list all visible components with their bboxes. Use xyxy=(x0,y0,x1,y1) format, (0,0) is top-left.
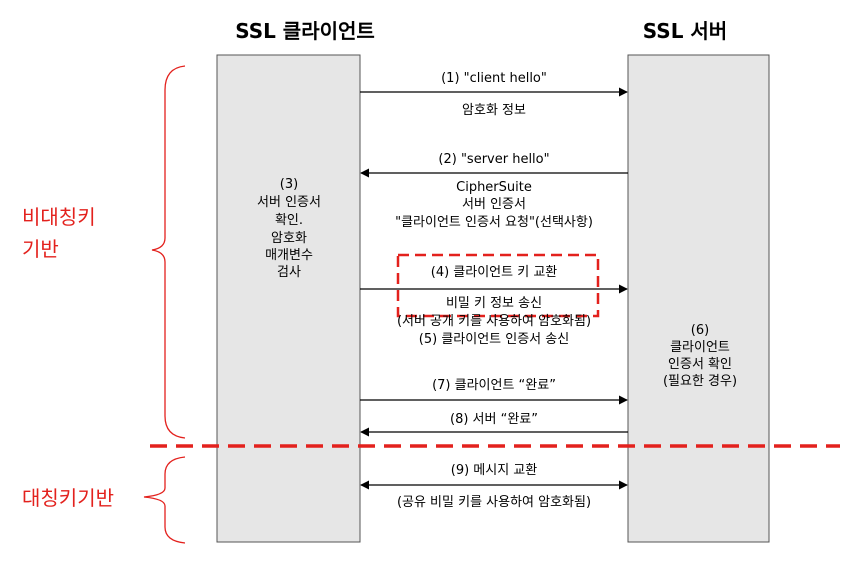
server-note-line: 인증서 확인 xyxy=(668,357,732,372)
client-title: SSL 클라이언트 xyxy=(235,19,375,43)
client-note-line: 암호화 xyxy=(271,231,307,246)
server-note-line: 클라이언트 xyxy=(670,340,730,355)
message-2-detail: 서버 인증서 xyxy=(462,197,526,212)
client-note-line: 서버 인증서 xyxy=(257,195,321,210)
symmetric-phase-brace xyxy=(143,456,186,544)
client-lifeline-box xyxy=(216,54,361,543)
message-9-detail: (공유 비밀 키를 사용하여 암호화됨) xyxy=(397,495,591,510)
server-note-line: (필요한 경우) xyxy=(663,374,737,389)
asymmetric-phase-brace xyxy=(151,65,186,439)
phase-asymmetric-line2: 기반 xyxy=(22,237,59,261)
client-note-line: 검사 xyxy=(277,265,301,280)
message-4-detail: (서버 공개 키를 사용하여 암호화됨) xyxy=(397,314,591,329)
client-note-line: 확인. xyxy=(275,213,303,228)
message-1-label: (1) "client hello" xyxy=(441,71,547,86)
message-2-detail: CipherSuite xyxy=(456,180,532,195)
message-2-detail: "클라이언트 인증서 요청"(선택사항) xyxy=(395,215,593,230)
message-2-label: (2) "server hello" xyxy=(438,152,549,167)
message-4-label: (4) 클라이언트 키 교환 xyxy=(431,265,558,280)
server-lifeline-box xyxy=(627,54,770,543)
client-note-number: (3) xyxy=(280,177,298,192)
phase-symmetric-label: 대칭키기반 xyxy=(22,486,114,510)
message-9-label: (9) 메시지 교환 xyxy=(451,463,538,478)
server-title: SSL 서버 xyxy=(643,19,727,43)
client-note-line: 매개변수 xyxy=(265,248,313,263)
phase-asymmetric-line1: 비대칭키 xyxy=(22,205,96,229)
server-note-number: (6) xyxy=(691,323,709,338)
message-7-label: (7) 클라이언트 “완료” xyxy=(432,378,556,393)
message-1-detail: 암호화 정보 xyxy=(462,103,526,118)
message-4-detail: 비밀 키 정보 송신 xyxy=(446,296,542,311)
message-5-label: (5) 클라이언트 인증서 송신 xyxy=(419,332,569,347)
client-key-exchange-highlight xyxy=(396,253,600,318)
message-8-label: (8) 서버 “완료” xyxy=(450,412,538,427)
